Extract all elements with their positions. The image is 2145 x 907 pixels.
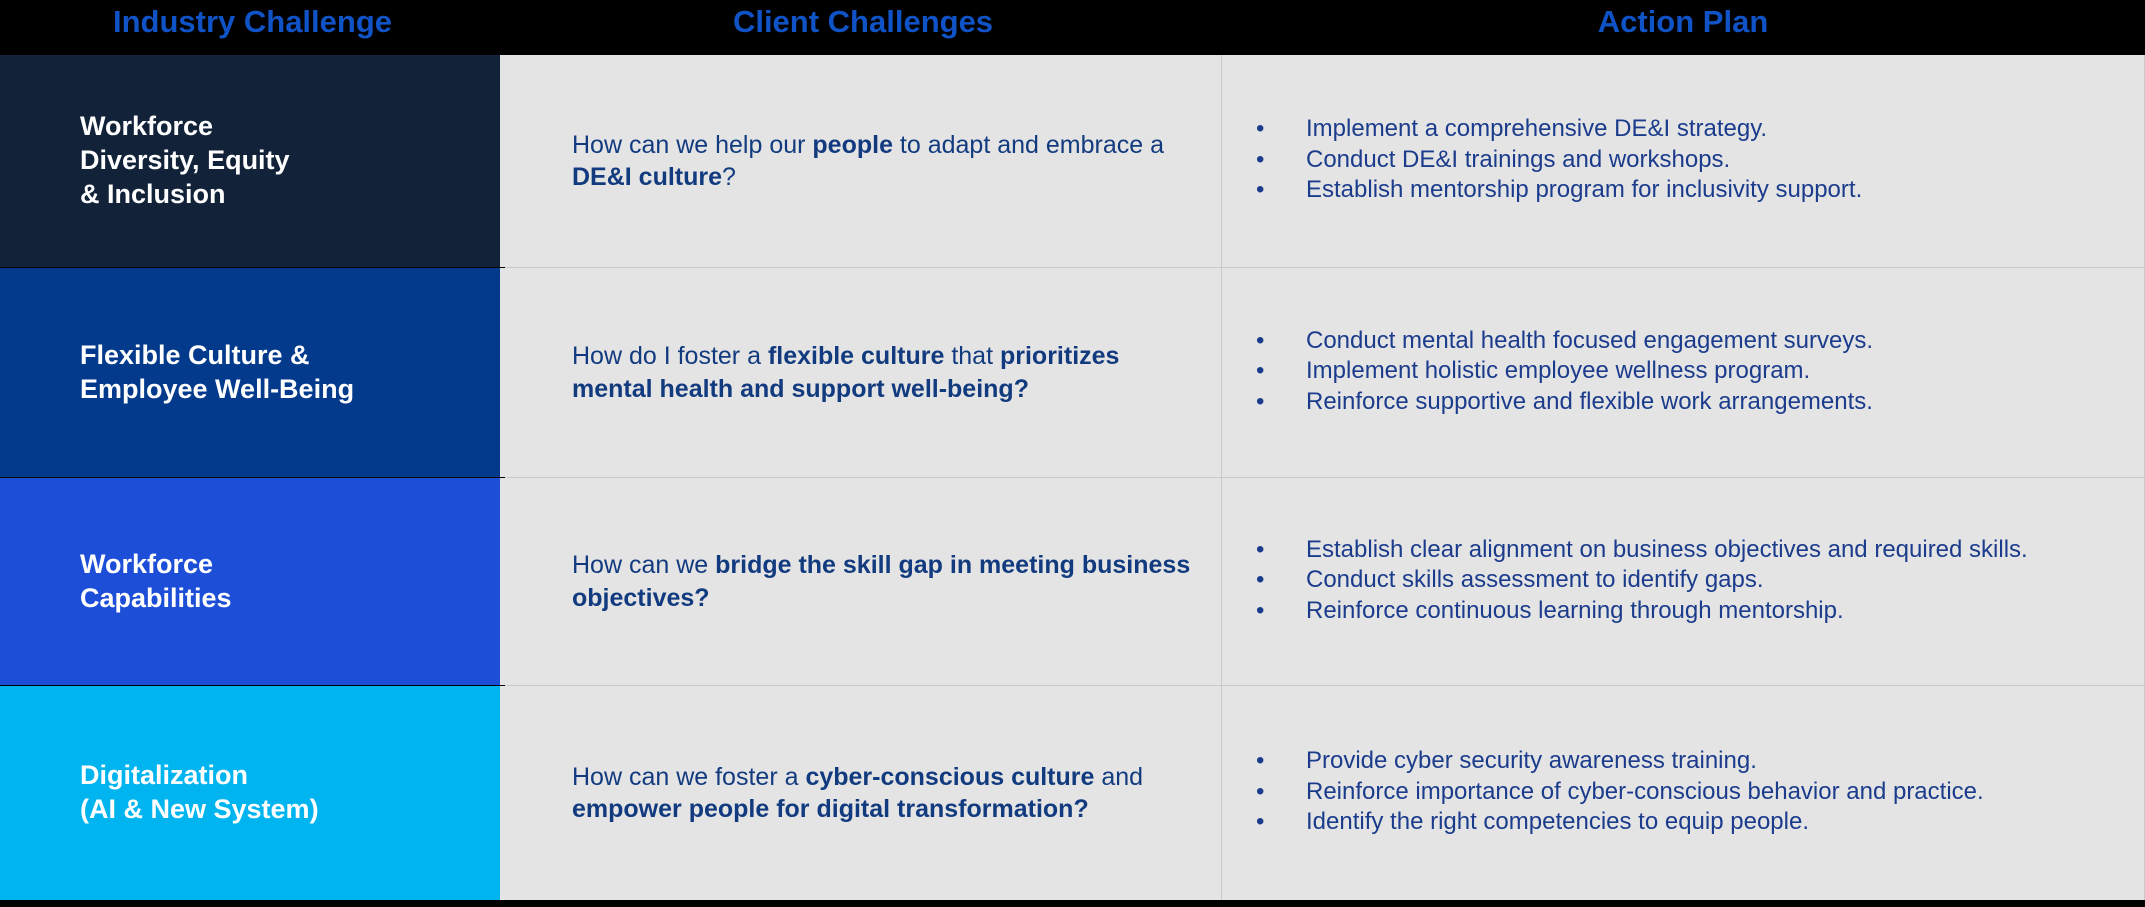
bullet-icon: • <box>1256 387 1265 415</box>
client-challenge-cell-4[interactable]: How can we foster a cyber-conscious cult… <box>500 686 1221 900</box>
list-item: • Implement a comprehensive DE&I strategy… <box>1230 115 2127 144</box>
list-item-label: Provide cyber security awareness trainin… <box>1306 747 1757 775</box>
list-item: • Implement holistic employee wellness pr… <box>1230 357 2127 386</box>
column-divider <box>1221 55 1222 267</box>
list-item: • Reinforce supportive and flexible work … <box>1230 388 2127 417</box>
row-divider <box>505 685 2145 686</box>
bullet-icon: • <box>1256 808 1265 836</box>
action-plan-cell-4[interactable]: • Provide cyber security awareness traini… <box>1222 686 2145 900</box>
industry-challenge-label-1: Workforce Diversity, Equity & Inclusion <box>80 111 290 209</box>
list-item: • Identify the right competencies to equi… <box>1230 808 2127 837</box>
list-item: • Establish mentorship program for inclus… <box>1230 176 2127 205</box>
column-divider <box>1221 478 1222 685</box>
industry-challenge-label-2: Flexible Culture & Employee Well-Being <box>80 339 355 404</box>
list-item-label: Conduct DE&I trainings and workshops. <box>1306 145 1731 173</box>
client-challenge-text-4: How can we foster a cyber-conscious cult… <box>572 762 1144 824</box>
table-row: Digitalization (AI & New System) How can… <box>0 686 2145 900</box>
action-plan-list-4: • Provide cyber security awareness traini… <box>1230 747 2127 839</box>
table-row: Workforce Capabilities How can we bridge… <box>0 478 2145 686</box>
list-item: • Provide cyber security awareness traini… <box>1230 747 2127 776</box>
bullet-icon: • <box>1256 115 1265 143</box>
table-row: Flexible Culture & Employee Well-Being H… <box>0 268 2145 478</box>
client-challenge-text-2: How do I foster a flexible culture that … <box>572 342 1120 403</box>
list-item: • Conduct mental health focused engagemen… <box>1230 327 2127 356</box>
action-plan-cell-3[interactable]: • Establish clear alignment on business o… <box>1222 478 2145 685</box>
column-divider <box>1221 686 1222 900</box>
bullet-icon: • <box>1256 326 1265 354</box>
list-item: • Conduct DE&I trainings and workshops. <box>1230 146 2127 175</box>
header-client-challenges: Client Challenges <box>732 4 994 39</box>
header-action-plan: Action Plan <box>1597 4 1769 39</box>
industry-challenge-cell-2[interactable]: Flexible Culture & Employee Well-Being <box>0 268 500 477</box>
list-item: • Reinforce importance of cyber-conscious… <box>1230 778 2127 807</box>
table-row: Workforce Diversity, Equity & Inclusion … <box>0 55 2145 268</box>
list-item-label: Establish clear alignment on business ob… <box>1306 535 2028 563</box>
action-plan-list-1: • Implement a comprehensive DE&I strategy… <box>1230 115 2127 207</box>
column-divider <box>1221 268 1222 477</box>
industry-challenge-cell-3[interactable]: Workforce Capabilities <box>0 478 500 685</box>
list-item-label: Implement holistic employee wellness pro… <box>1306 357 1811 385</box>
row-divider <box>505 267 2145 268</box>
bullet-icon: • <box>1256 747 1265 775</box>
industry-challenge-label-4: Digitalization (AI & New System) <box>80 760 319 824</box>
industry-challenge-cell-4[interactable]: Digitalization (AI & New System) <box>0 686 500 900</box>
client-challenge-text-3: How can we bridge the skill gap in meeti… <box>572 551 1191 612</box>
table-header: Industry Challenge Client Challenges Act… <box>0 0 2145 55</box>
list-item-label: Conduct skills assessment to identify ga… <box>1306 566 1764 594</box>
industry-challenge-label-3: Workforce Capabilities <box>80 548 232 613</box>
list-item: • Conduct skills assessment to identify g… <box>1230 566 2127 595</box>
client-challenge-text-1: How can we help our people to adapt and … <box>572 130 1165 192</box>
list-item-label: Identify the right competencies to equip… <box>1306 808 1809 836</box>
list-item-label: Reinforce continuous learning through me… <box>1306 596 1844 624</box>
list-item: • Reinforce continuous learning through m… <box>1230 597 2127 626</box>
list-item-label: Reinforce supportive and flexible work a… <box>1306 387 1873 415</box>
list-item-label: Reinforce importance of cyber-conscious … <box>1306 777 1984 805</box>
bullet-icon: • <box>1256 566 1265 594</box>
action-plan-list-3: • Establish clear alignment on business o… <box>1230 536 2127 628</box>
bullet-icon: • <box>1256 535 1265 563</box>
bullet-icon: • <box>1256 596 1265 624</box>
list-item: • Establish clear alignment on business o… <box>1230 536 2127 565</box>
action-plan-cell-2[interactable]: • Conduct mental health focused engagemen… <box>1222 268 2145 477</box>
table-body: Workforce Diversity, Equity & Inclusion … <box>0 55 2145 900</box>
client-challenge-cell-1[interactable]: How can we help our people to adapt and … <box>500 55 1221 267</box>
bullet-icon: • <box>1256 176 1265 204</box>
action-plan-cell-1[interactable]: • Implement a comprehensive DE&I strategy… <box>1222 55 2145 267</box>
list-item-label: Implement a comprehensive DE&I strategy. <box>1306 115 1768 143</box>
bullet-icon: • <box>1256 357 1265 385</box>
action-plan-list-2: • Conduct mental health focused engagemen… <box>1230 327 2127 419</box>
client-challenge-cell-2[interactable]: How do I foster a flexible culture that … <box>500 268 1221 477</box>
client-challenge-cell-3[interactable]: How can we bridge the skill gap in meeti… <box>500 478 1221 685</box>
bullet-icon: • <box>1256 777 1265 805</box>
bullet-icon: • <box>1256 145 1265 173</box>
list-item-label: Conduct mental health focused engagement… <box>1306 326 1874 354</box>
list-item-label: Establish mentorship program for inclusi… <box>1306 176 1863 204</box>
row-divider <box>505 477 2145 478</box>
bottom-strip <box>0 900 2145 907</box>
header-industry-challenge: Industry Challenge <box>112 4 393 39</box>
industry-challenge-cell-1[interactable]: Workforce Diversity, Equity & Inclusion <box>0 55 500 267</box>
